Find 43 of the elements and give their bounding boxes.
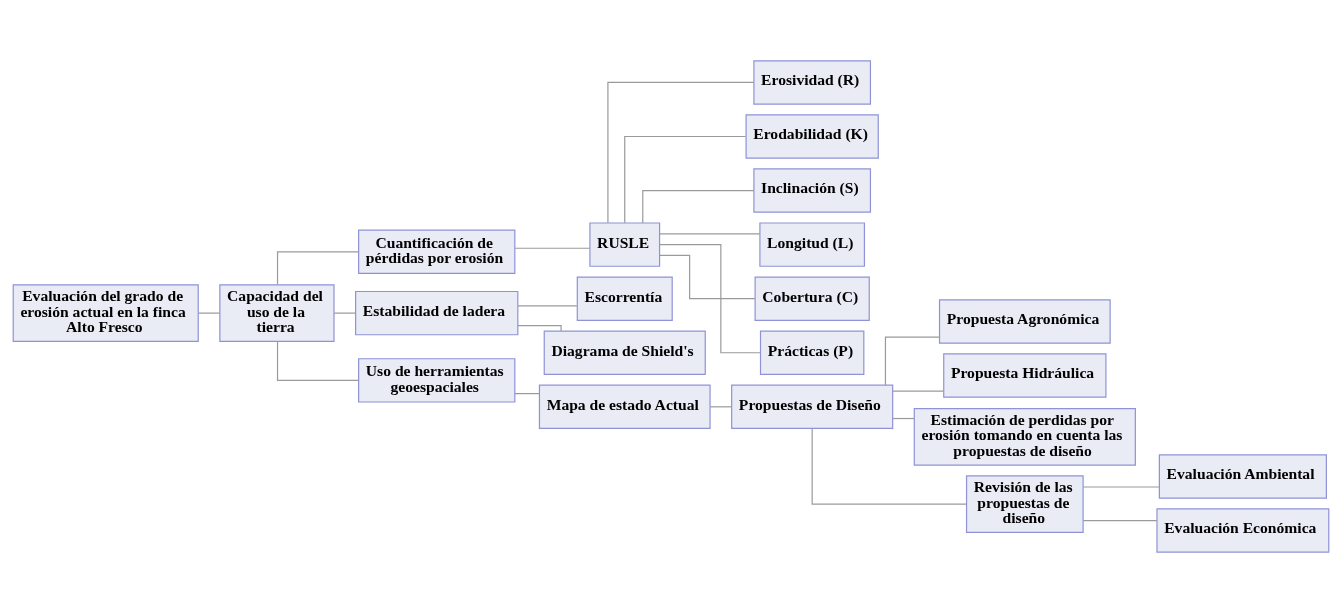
node-box: Capacidad del uso de la tierra xyxy=(219,283,335,342)
connector xyxy=(276,340,360,381)
connector xyxy=(659,243,761,353)
connector xyxy=(514,247,591,249)
node-box: Escorrentía xyxy=(576,275,673,321)
node-box: Evaluación Económica xyxy=(1156,507,1330,553)
node-box: Evaluación Ambiental xyxy=(1158,453,1327,499)
node-box: Erosividad (R) xyxy=(753,59,872,105)
node-box: Propuesta Hidráulica xyxy=(943,352,1107,398)
node-box: Propuestas de Diseño xyxy=(731,384,894,429)
node-box: Estimación de perdidas por erosión tomando en cuenta las propuestas de diseño xyxy=(913,407,1136,466)
node-box: Mapa de estado Actual xyxy=(538,384,711,429)
node-box: Cuantificación de pérdidas por erosión xyxy=(358,229,516,274)
connector xyxy=(607,81,755,223)
connector xyxy=(276,250,360,285)
node-box: Inclinación (S) xyxy=(753,167,872,213)
connector xyxy=(197,312,221,314)
node-box: Evaluación del grado de erosión actual en la finca Alto Fresco xyxy=(12,283,199,342)
connector xyxy=(811,427,967,505)
connector xyxy=(333,312,356,314)
node-box: Diagrama de Shield's xyxy=(543,330,706,375)
connector xyxy=(892,417,915,419)
connector xyxy=(659,254,756,299)
connector xyxy=(642,189,755,224)
connector xyxy=(517,324,562,332)
connector xyxy=(1082,485,1160,488)
connector xyxy=(517,304,578,306)
node-box: Prácticas (P) xyxy=(759,330,865,375)
node-box: RUSLE xyxy=(589,221,661,267)
connector xyxy=(709,405,732,407)
node-box: Erodabilidad (K) xyxy=(745,113,879,159)
connector xyxy=(514,392,540,394)
node-box: Propuesta Agronómica xyxy=(938,298,1111,344)
connector xyxy=(1082,519,1158,521)
connector xyxy=(624,135,747,223)
connector xyxy=(892,390,945,392)
node-box: Longitud (L) xyxy=(759,221,866,267)
connector xyxy=(659,232,761,234)
connector xyxy=(884,336,940,386)
node-box: Estabilidad de ladera xyxy=(355,290,519,335)
node-box: Uso de herramientas geoespaciales xyxy=(358,357,516,403)
node-box: Revisión de las propuestas de diseño xyxy=(965,474,1084,533)
node-box: Cobertura (C) xyxy=(754,275,870,321)
